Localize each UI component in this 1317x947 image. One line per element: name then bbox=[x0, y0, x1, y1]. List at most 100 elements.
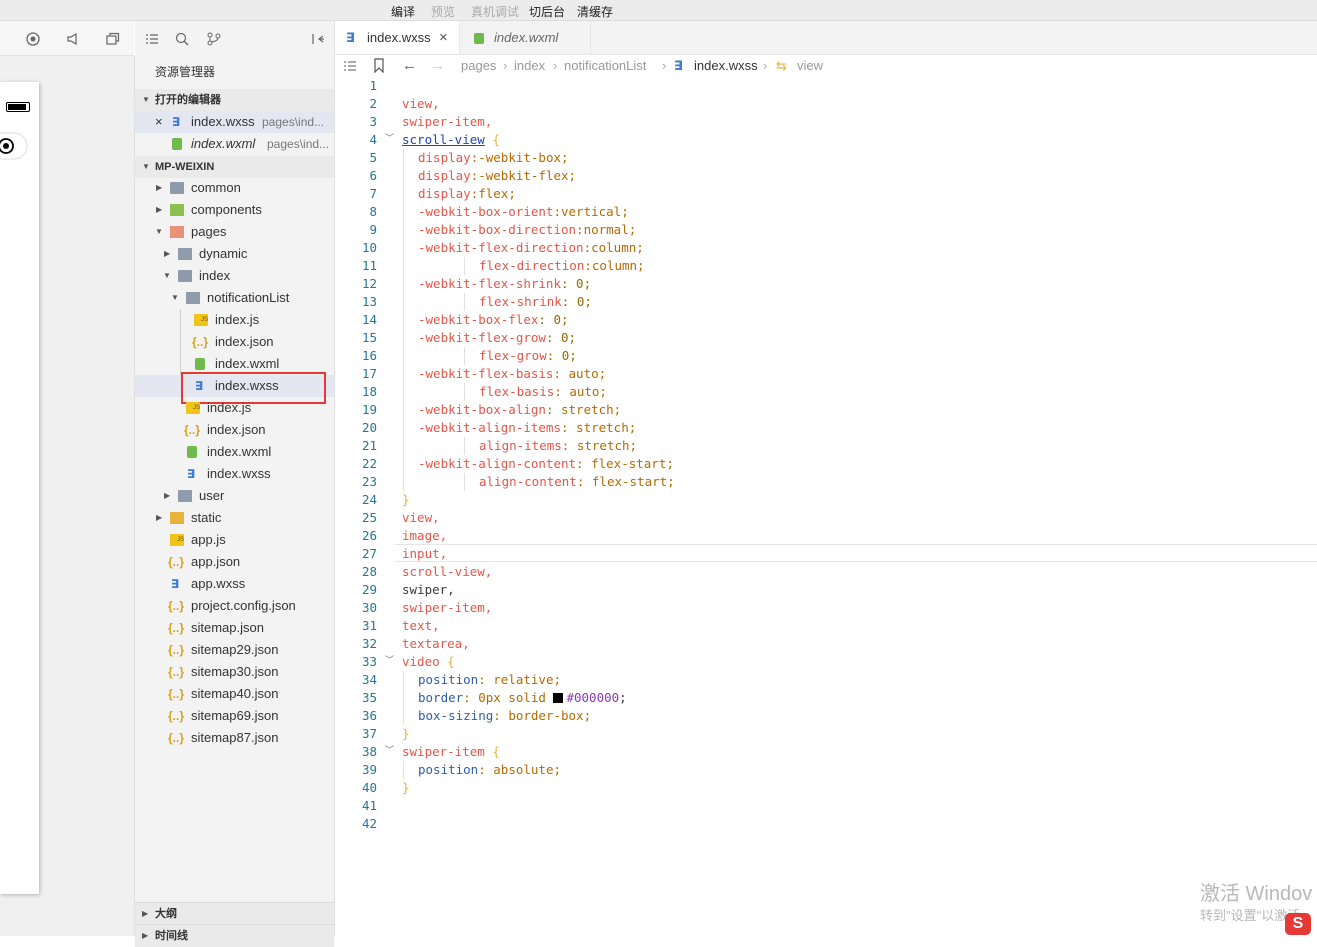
folder-open-icon bbox=[178, 270, 192, 282]
chevron-down-icon: ▼ bbox=[171, 293, 179, 302]
code-line: -webkit-box-direction:normal; bbox=[418, 222, 637, 237]
project-header[interactable]: ▼ MP-WEIXIN bbox=[135, 156, 334, 178]
open-editor-item[interactable]: × ∃ index.wxss pages\ind... bbox=[135, 111, 334, 133]
open-editors-header[interactable]: ▼ 打开的编辑器 bbox=[135, 89, 334, 111]
code-line: input, bbox=[402, 546, 448, 561]
fold-chevron-icon[interactable]: ﹀ bbox=[385, 134, 395, 144]
tree-file-sitemap29[interactable]: {..}sitemap29.json bbox=[168, 642, 279, 657]
code-line: -webkit-flex-direction:column; bbox=[418, 240, 644, 255]
tree-file-app-json[interactable]: {..}app.json bbox=[168, 554, 241, 569]
code-line: -webkit-box-align: stretch; bbox=[418, 402, 622, 417]
code-line: } bbox=[402, 726, 410, 741]
stop-icon[interactable] bbox=[26, 32, 40, 46]
wxml-file-icon bbox=[172, 138, 182, 150]
tree-file-index-wxss-selected[interactable]: ∃index.wxss bbox=[135, 375, 334, 397]
code-line: scroll-view, bbox=[402, 564, 493, 579]
tab-index-wxml[interactable]: index.wxml bbox=[460, 21, 591, 54]
search-icon[interactable] bbox=[175, 32, 189, 46]
tree-folder-dynamic[interactable]: ▶dynamic bbox=[135, 243, 334, 265]
tree-folder-user[interactable]: ▶user bbox=[135, 485, 334, 507]
outline-header[interactable]: ▶ 大纲 bbox=[135, 902, 334, 925]
breadcrumb-item[interactable]: notificationList bbox=[564, 58, 647, 73]
indent-guide bbox=[464, 347, 465, 365]
list-icon[interactable] bbox=[343, 59, 357, 73]
code-line: flex-basis: auto; bbox=[479, 384, 607, 399]
compile-button[interactable]: 编译 bbox=[391, 5, 416, 19]
tree-folder-common[interactable]: ▶common bbox=[135, 177, 334, 199]
line-number: 2 bbox=[369, 96, 377, 111]
remote-debug-button[interactable]: 真机调试 bbox=[471, 5, 520, 19]
indent-guide bbox=[403, 149, 404, 491]
breadcrumb-item[interactable]: view bbox=[797, 58, 824, 73]
bookmark-icon[interactable] bbox=[373, 58, 385, 73]
line-number: 30 bbox=[361, 600, 377, 615]
line-number: 40 bbox=[361, 780, 377, 795]
tree-file-sitemap[interactable]: {..}sitemap.json bbox=[168, 620, 264, 635]
tree-folder-static[interactable]: ▶static bbox=[135, 507, 334, 529]
volume-icon[interactable] bbox=[66, 32, 80, 46]
code-line: view, bbox=[402, 96, 440, 111]
sogou-ime-icon[interactable]: S bbox=[1285, 913, 1311, 935]
tree-file-index-json[interactable]: {..}index.json bbox=[192, 334, 274, 349]
tree-file-sitemap30[interactable]: {..}sitemap30.json bbox=[168, 664, 279, 679]
tab-index-wxss[interactable]: ∃ index.wxss × bbox=[335, 21, 460, 54]
tree-file-sitemap40[interactable]: {..}sitemap40.json bbox=[168, 686, 279, 701]
breadcrumb-item[interactable]: pages bbox=[461, 58, 497, 73]
indent-guide bbox=[403, 761, 404, 779]
explorer-panel: 资源管理器 ▼ 打开的编辑器 × ∃ index.wxss pages\ind.… bbox=[135, 21, 335, 947]
tree-folder-notificationlist[interactable]: ▼notificationList bbox=[135, 287, 334, 309]
tree-file-project-config[interactable]: {..}project.config.json bbox=[168, 598, 296, 613]
folder-icon bbox=[178, 248, 192, 260]
code-line: swiper-item, bbox=[402, 600, 493, 615]
fold-chevron-icon[interactable]: ﹀ bbox=[385, 656, 395, 666]
chevron-right-icon: ▶ bbox=[142, 909, 149, 918]
breadcrumb-item[interactable]: index.wxss bbox=[694, 58, 758, 73]
tree-file-index-wxml[interactable]: index.wxml bbox=[135, 353, 334, 375]
indent-guide bbox=[403, 671, 404, 725]
top-toolbar: 编译 预览 真机调试 切后台 清缓存 bbox=[0, 0, 1317, 21]
chevron-right-icon: › bbox=[662, 58, 667, 73]
tree-file-sitemap87[interactable]: {..}sitemap87.json bbox=[168, 730, 279, 745]
code-line: border: 0px solid #000000; bbox=[418, 690, 627, 705]
close-icon[interactable]: × bbox=[155, 114, 163, 129]
window-icon[interactable] bbox=[106, 32, 120, 46]
tree-file-index-wxml[interactable]: index.wxml bbox=[135, 441, 334, 463]
line-number: 31 bbox=[361, 618, 377, 633]
branch-icon[interactable] bbox=[207, 32, 221, 46]
line-number: 21 bbox=[361, 438, 377, 453]
back-arrow-icon[interactable]: ← bbox=[402, 57, 417, 74]
tree-file-index-json[interactable]: {..}index.json bbox=[184, 422, 266, 437]
tree-folder-components[interactable]: ▶components bbox=[135, 199, 334, 221]
forward-arrow-icon[interactable]: → bbox=[430, 57, 445, 74]
line-number: 16 bbox=[361, 348, 377, 363]
tree-file-app-wxss[interactable]: ∃app.wxss bbox=[135, 573, 334, 595]
breadcrumb-item[interactable]: index bbox=[514, 58, 546, 73]
capsule-button[interactable] bbox=[0, 132, 28, 160]
line-number: 22 bbox=[361, 456, 377, 471]
clear-cache-button[interactable]: 清缓存 bbox=[577, 5, 614, 19]
tree-folder-pages[interactable]: ▼pages bbox=[135, 221, 334, 243]
close-icon[interactable]: × bbox=[439, 29, 448, 46]
tree-folder-index[interactable]: ▼index bbox=[135, 265, 334, 287]
line-number: 14 bbox=[361, 312, 377, 327]
chevron-down-icon: ▼ bbox=[142, 162, 150, 171]
chevron-right-icon: ▶ bbox=[156, 513, 163, 522]
tree-file-sitemap69[interactable]: {..}sitemap69.json bbox=[168, 708, 279, 723]
tree-file-index-wxss[interactable]: ∃index.wxss bbox=[135, 463, 334, 485]
background-button[interactable]: 切后台 bbox=[529, 5, 566, 19]
preview-button[interactable]: 预览 bbox=[431, 5, 456, 19]
list-icon[interactable] bbox=[145, 32, 159, 46]
color-swatch[interactable] bbox=[553, 693, 564, 703]
code-line: display:flex; bbox=[418, 186, 516, 201]
line-number: 11 bbox=[361, 258, 377, 273]
code-line: } bbox=[402, 780, 410, 795]
line-number: 12 bbox=[361, 276, 377, 291]
collapse-panel-icon[interactable] bbox=[311, 32, 325, 46]
wxml-file-icon bbox=[474, 33, 484, 44]
open-editor-item[interactable]: index.wxml pages\ind... bbox=[135, 133, 334, 155]
fold-chevron-icon[interactable]: ﹀ bbox=[385, 746, 395, 756]
